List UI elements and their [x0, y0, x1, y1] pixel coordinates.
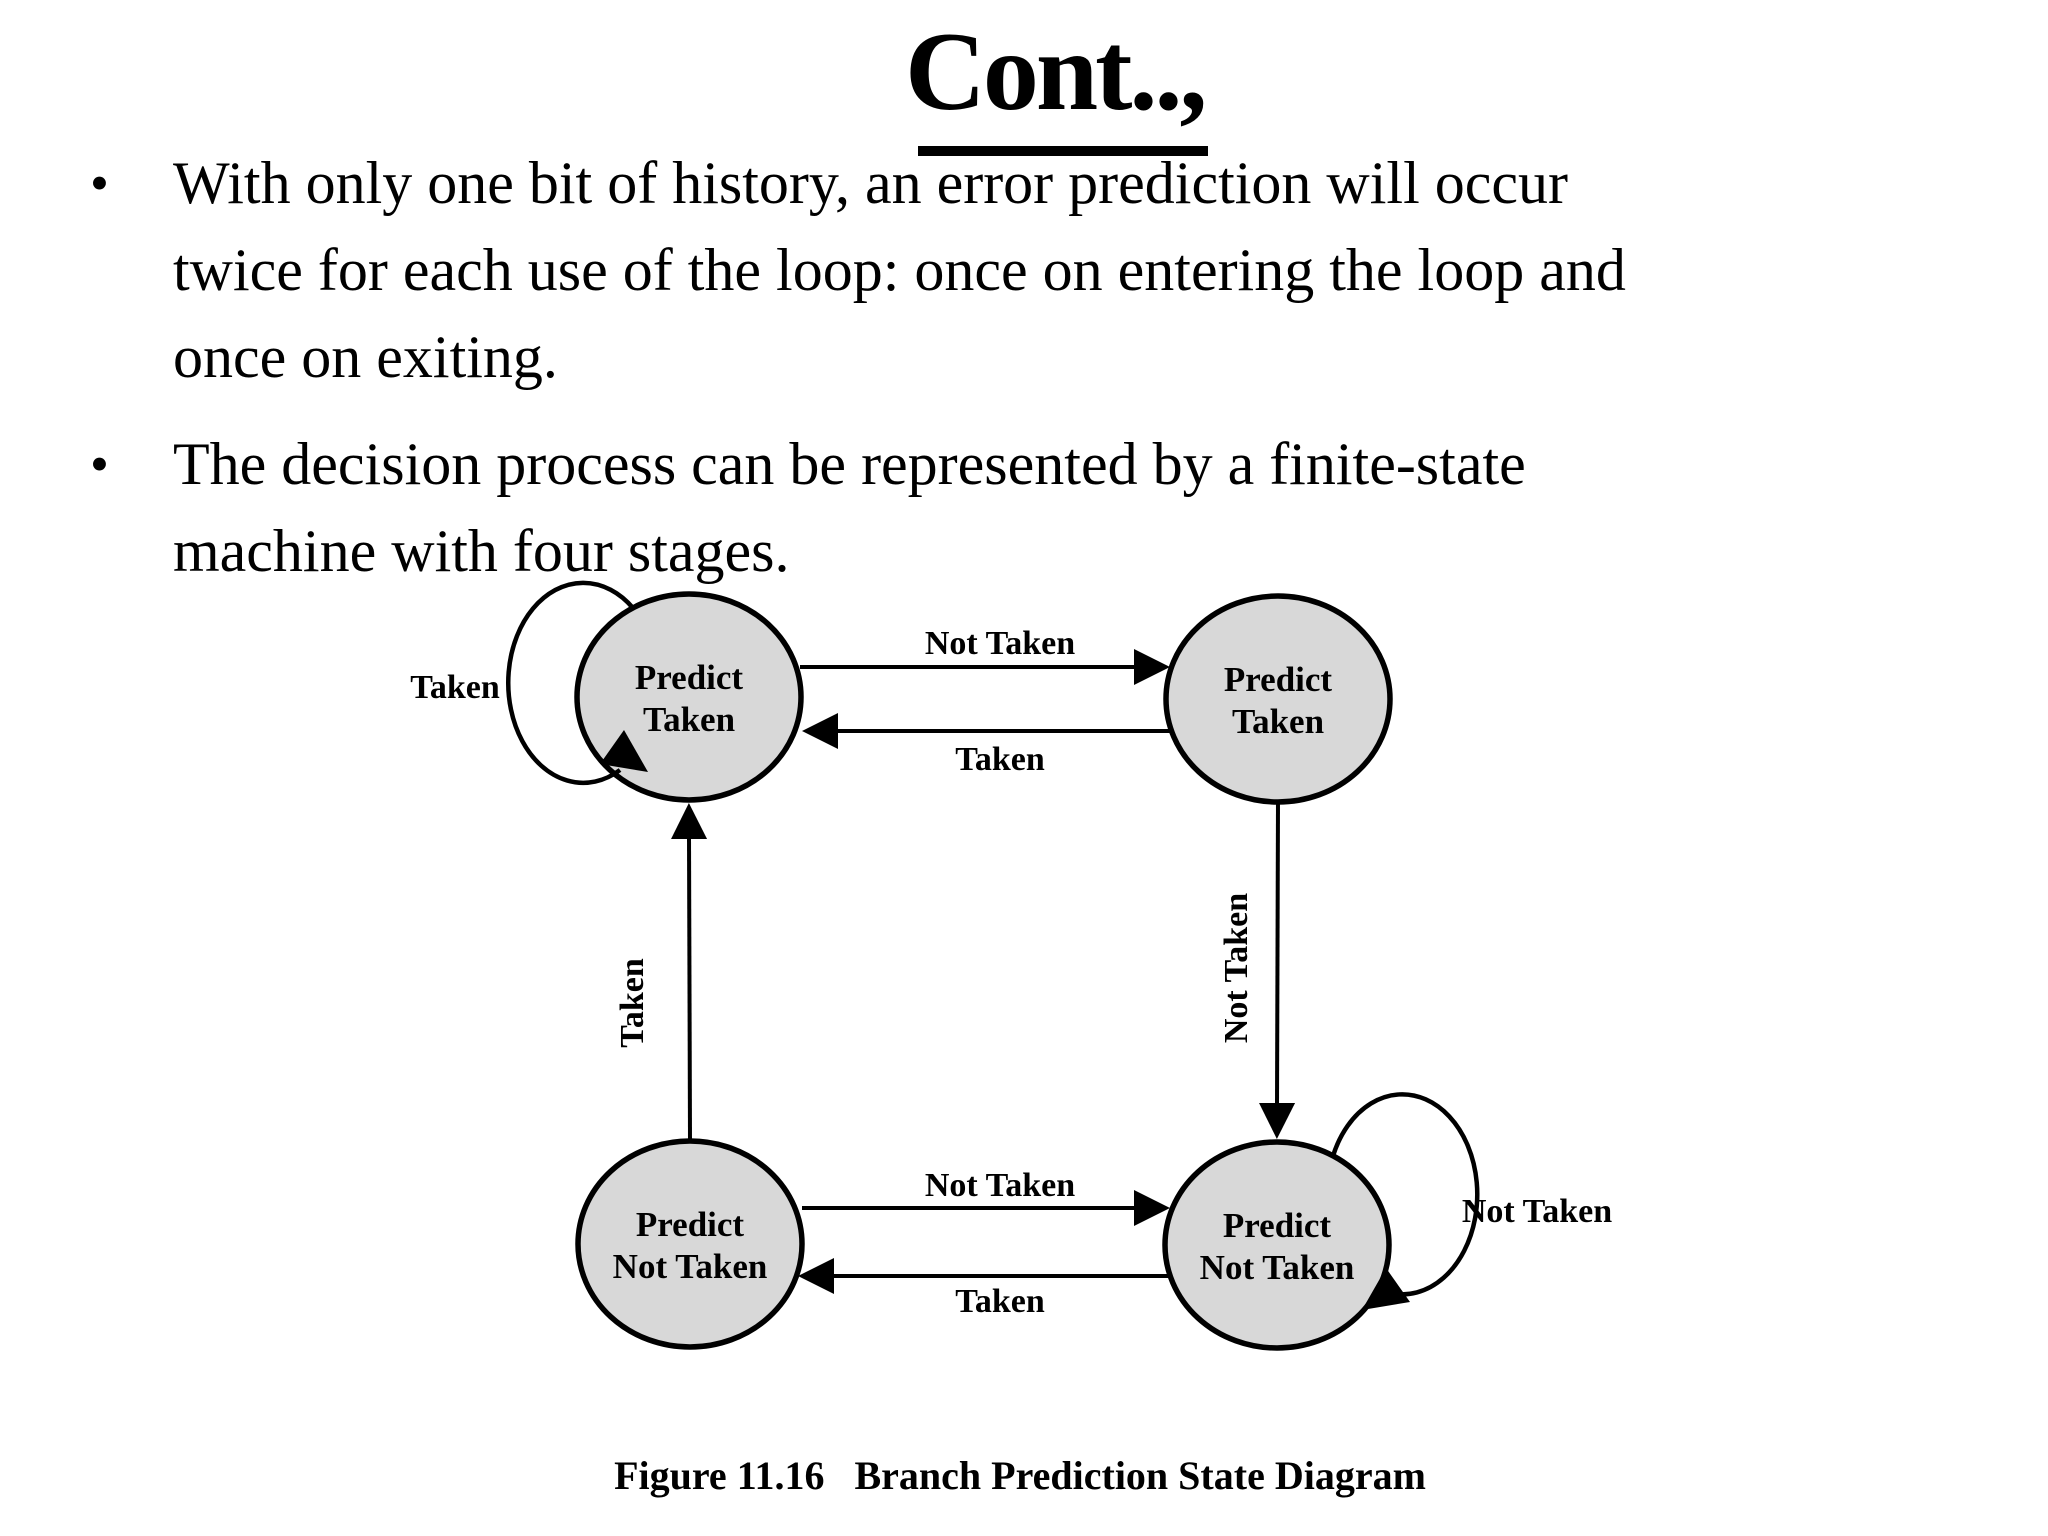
self-loop-top-left-arc [506, 580, 635, 786]
label-left-up-arrow: Taken [614, 958, 651, 1048]
bullet-text-line: twice for each use of the loop: once on … [173, 237, 1626, 303]
state-top-right-label-line2: Taken [1232, 702, 1324, 741]
bullet-list: • With only one bit of history, an error… [80, 140, 1970, 595]
arrow-right-not-taken [1259, 799, 1296, 1139]
state-top-left-label-line2: Taken [643, 700, 735, 739]
state-circle-top-left [574, 591, 804, 803]
label-top-lower-arrow: Taken [955, 741, 1045, 778]
state-bottom-left-label-line1: Predict [636, 1205, 745, 1244]
state-top-right-label-line1: Predict [1224, 660, 1333, 699]
figure-caption: Figure 11.16 Branch Prediction State Diag… [0, 1452, 2040, 1499]
label-self-loop-bottom-right: Not Taken [1462, 1193, 1612, 1230]
label-bottom-lower-arrow: Taken [955, 1283, 1045, 1320]
label-bottom-upper-arrow: Not Taken [925, 1167, 1075, 1204]
self-loop-top-left-arrowhead [600, 730, 648, 772]
bullet-item: • The decision process can be represente… [80, 421, 1970, 595]
state-circle-bottom-right [1162, 1139, 1392, 1351]
bullet-dot: • [90, 434, 109, 494]
slide-title: Cont.., [905, 10, 1207, 134]
label-right-down-arrow: Not Taken [1218, 893, 1255, 1043]
arrow-left-taken [671, 803, 708, 1141]
state-bottom-right-label-line1: Predict [1223, 1206, 1332, 1245]
state-bottom-right-label-line2: Not Taken [1200, 1248, 1355, 1287]
bullet-text-line: once on exiting. [173, 324, 558, 390]
state-circle-bottom-left [575, 1138, 805, 1350]
self-loop-bottom-right-arc [1330, 1092, 1480, 1297]
bullet-dot: • [90, 153, 109, 213]
bullet-text-line: machine with four stages. [173, 518, 790, 584]
bullet-text-line: The decision process can be represented … [173, 431, 1526, 497]
state-top-left-label-line1: Predict [635, 658, 744, 697]
bullet-item: • With only one bit of history, an error… [80, 140, 1970, 401]
state-circle-top-right [1163, 593, 1393, 805]
figure-caption-text: Branch Prediction State Diagram [854, 1453, 1426, 1498]
label-self-loop-top-left: Taken [410, 669, 500, 706]
label-top-upper-arrow: Not Taken [925, 625, 1075, 662]
figure-number: Figure 11.16 [614, 1453, 825, 1498]
bullet-text-line: With only one bit of history, an error p… [173, 150, 1568, 216]
title-underline [918, 146, 1208, 156]
self-loop-bottom-right-arrowhead [1362, 1268, 1410, 1310]
state-bottom-left-label-line2: Not Taken [613, 1247, 768, 1286]
